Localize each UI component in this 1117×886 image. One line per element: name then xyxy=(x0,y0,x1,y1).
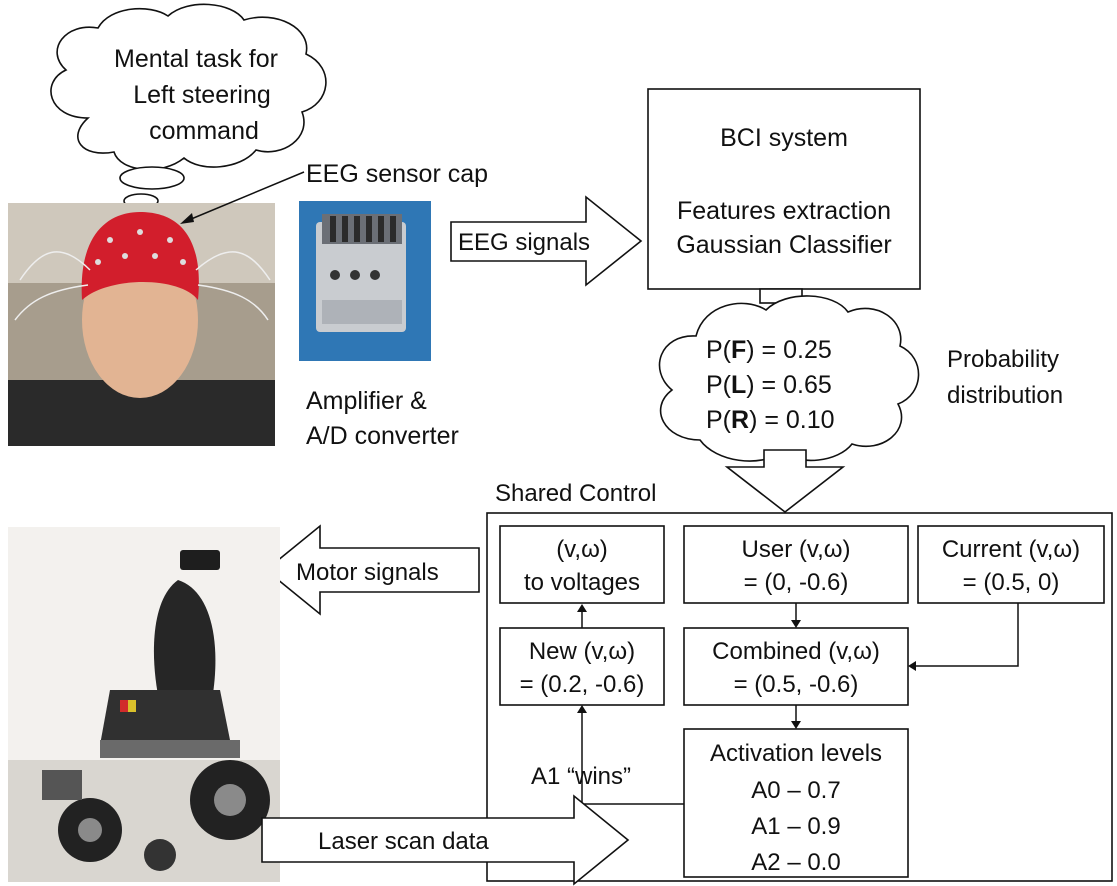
svg-text:A1 – 0.9: A1 – 0.9 xyxy=(751,813,840,840)
laser-scan-label: Laser scan data xyxy=(318,828,489,855)
thought-line-1: Mental task for xyxy=(114,45,278,73)
eeg-signals-label: EEG signals xyxy=(458,229,590,256)
svg-text:= (0.5, -0.6): = (0.5, -0.6) xyxy=(734,671,859,698)
wheelchair-photo xyxy=(8,527,280,882)
bci-title: BCI system xyxy=(720,124,848,152)
probability-label-2: distribution xyxy=(947,382,1063,409)
svg-text:= (0, -0.6): = (0, -0.6) xyxy=(744,569,849,596)
probability-label-1: Probability xyxy=(947,346,1059,373)
bci-line-2: Gaussian Classifier xyxy=(676,231,891,259)
svg-text:= (0.5, 0): = (0.5, 0) xyxy=(963,569,1060,596)
svg-text:P(R) = 0.10: P(R) = 0.10 xyxy=(706,406,835,434)
new-box: New (v,ω) = (0.2, -0.6) xyxy=(499,627,665,706)
thought-bubble-large xyxy=(119,166,185,190)
connector-new-to-voltages xyxy=(577,604,587,628)
svg-text:(v,ω): (v,ω) xyxy=(556,536,608,563)
combined-box: Combined (v,ω) = (0.5, -0.6) xyxy=(683,627,909,706)
shared-control-label: Shared Control xyxy=(495,480,656,507)
svg-text:P(F) = 0.25: P(F) = 0.25 xyxy=(706,336,832,364)
svg-text:New (v,ω): New (v,ω) xyxy=(529,638,635,665)
eeg-cap-pointer xyxy=(183,171,305,223)
prob-row-f: P(F) = 0.25 xyxy=(706,336,832,364)
activation-box: Activation levels A0 – 0.7 A1 – 0.9 A2 –… xyxy=(683,728,909,878)
amplifier-photo xyxy=(299,201,431,361)
svg-text:Activation levels: Activation levels xyxy=(710,740,882,767)
connector-combined-to-activation xyxy=(791,705,801,729)
down-arrow xyxy=(724,449,846,514)
svg-text:Combined (v,ω): Combined (v,ω) xyxy=(712,638,880,665)
to-voltages-box: (v,ω) to voltages xyxy=(499,525,665,604)
eeg-person-photo xyxy=(8,203,275,446)
laser-scan-arrow: Laser scan data xyxy=(261,794,630,886)
eeg-cap-label: EEG sensor cap xyxy=(306,160,488,188)
bci-system-box: BCI system Features extraction Gaussian … xyxy=(647,88,921,290)
svg-text:= (0.2, -0.6): = (0.2, -0.6) xyxy=(520,671,645,698)
svg-text:Current (v,ω): Current (v,ω) xyxy=(942,536,1080,563)
probability-cloud: P(F) = 0.25 P(L) = 0.65 P(R) = 0.10 xyxy=(658,288,920,462)
svg-text:to voltages: to voltages xyxy=(524,569,640,596)
user-box: User (v,ω) = (0, -0.6) xyxy=(683,525,909,604)
svg-text:User (v,ω): User (v,ω) xyxy=(742,536,851,563)
eeg-cap-pointer-head xyxy=(180,213,194,224)
thought-line-2: Left steering xyxy=(133,81,271,109)
svg-text:P(L) = 0.65: P(L) = 0.65 xyxy=(706,371,832,399)
eeg-signals-arrow: EEG signals xyxy=(450,195,643,287)
thought-line-3: command xyxy=(149,117,259,145)
prob-row-l: P(L) = 0.65 xyxy=(706,371,832,399)
connector-current-to-combined xyxy=(908,603,1019,671)
current-box: Current (v,ω) = (0.5, 0) xyxy=(917,525,1105,604)
a1-wins-label: A1 “wins” xyxy=(531,763,631,790)
thought-cloud: Mental task for Left steering command xyxy=(50,3,327,225)
bci-line-1: Features extraction xyxy=(677,197,891,225)
amplifier-label-1: Amplifier & xyxy=(306,387,427,415)
motor-signals-arrow: Motor signals xyxy=(264,524,480,616)
motor-signals-label: Motor signals xyxy=(296,559,439,586)
svg-text:A2 – 0.0: A2 – 0.0 xyxy=(751,849,840,876)
svg-text:A0 – 0.7: A0 – 0.7 xyxy=(751,777,840,804)
amplifier-label-2: A/D converter xyxy=(306,422,459,450)
prob-row-r: P(R) = 0.10 xyxy=(706,406,835,434)
connector-user-to-combined xyxy=(791,603,801,628)
